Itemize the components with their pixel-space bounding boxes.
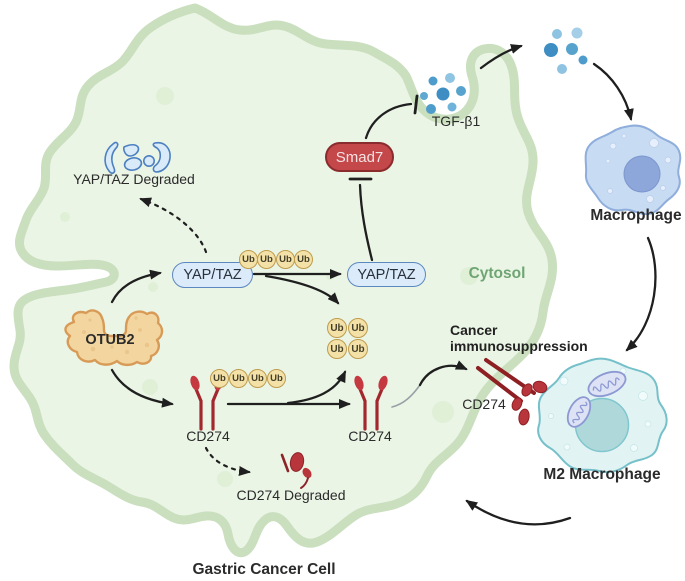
inhibit-yaptaz-to-smad7 — [358, 183, 374, 262]
arrow-cd274-to-membrane-tail — [391, 384, 421, 408]
node-yap-taz-ubiquitinated: YAP/TAZ — [172, 262, 253, 288]
ubiquitin-badge: Ub — [348, 318, 368, 338]
mitochondrion-icon — [587, 370, 627, 398]
macrophage-cell — [584, 124, 682, 216]
mitochondrion-icon — [566, 396, 592, 428]
cd274-receptor-stabilized — [354, 375, 388, 431]
ubiquitin-badge: Ub — [239, 250, 258, 269]
ubiquitin-badge: Ub — [348, 339, 368, 359]
cd274-membrane-complex — [476, 358, 548, 426]
label-cytosol: Cytosol — [468, 265, 526, 282]
label-cd274-ubiquitinated: CD274 — [186, 428, 230, 444]
inhibit-smad7-to-tgfb1-bar — [413, 94, 419, 115]
macrophage-vacuoles — [605, 133, 672, 203]
arrow-cd274-to-membrane — [418, 360, 468, 387]
arrow-tgfb1-secretion — [479, 44, 523, 70]
arrow-cd274-to-ub-cluster — [286, 370, 347, 405]
label-otub2: OTUB2 — [85, 332, 135, 348]
tgfb1-vesicle-dots — [420, 73, 466, 114]
ubiquitin-badge: Ub — [210, 369, 229, 388]
ubiquitin-badge: Ub — [327, 339, 347, 359]
label-cancer-immunosuppression: Cancer immunosuppression — [450, 322, 588, 355]
ubiquitin-badge: Ub — [248, 369, 267, 388]
inhibit-smad7-to-tgfb1 — [364, 102, 413, 140]
yap-taz-degraded-fragments — [104, 141, 171, 174]
label-gastric-cancer-cell: Gastric Cancer Cell — [192, 561, 336, 578]
dashed-arrow-yaptaz-degradation — [139, 197, 208, 254]
dashed-arrow-cd274-degradation — [204, 446, 251, 476]
arrow-m2-to-cancer-cell — [465, 499, 572, 526]
label-cd274-stabilized: CD274 — [348, 428, 392, 444]
label-cd274-membrane: CD274 — [462, 396, 506, 412]
otub2-speckles — [82, 316, 150, 355]
label-m2-macrophage: M2 Macrophage — [543, 466, 661, 483]
arrow-otub2-to-yaptaz — [110, 269, 162, 304]
label-macrophage: Macrophage — [590, 207, 682, 224]
ubiquitin-badge: Ub — [257, 250, 276, 269]
m2-vacuoles — [548, 367, 652, 452]
ubiquitin-badge: Ub — [229, 369, 248, 388]
arrow-yaptaz-to-ub-cluster — [264, 274, 340, 305]
arrow-tgfb1-to-macrophage — [592, 62, 634, 121]
arrows — [110, 44, 657, 526]
label-tgfb1: TGF-β1 — [431, 113, 481, 129]
arrow-otub2-to-cd274 — [110, 368, 174, 408]
otub2-enzyme-blob — [64, 309, 164, 367]
arrow-macrophage-to-m2 — [625, 236, 657, 352]
node-yap-taz-stabilized: YAP/TAZ — [347, 262, 426, 287]
secreted-tgfb1-dots — [544, 27, 588, 74]
macrophage-nucleus — [623, 155, 661, 193]
ubiquitin-badge: Ub — [294, 250, 313, 269]
ubiquitin-badge: Ub — [327, 318, 347, 338]
m2-macrophage-cell — [537, 357, 668, 474]
ubiquitin-badge: Ub — [267, 369, 286, 388]
node-smad7: Smad7 — [325, 142, 394, 172]
label-yap-taz-degraded: YAP/TAZ Degraded — [73, 171, 195, 187]
label-cd274-degraded: CD274 Degraded — [236, 487, 346, 503]
ubiquitin-badge: Ub — [276, 250, 295, 269]
cd274-degraded-fragments — [280, 452, 312, 489]
